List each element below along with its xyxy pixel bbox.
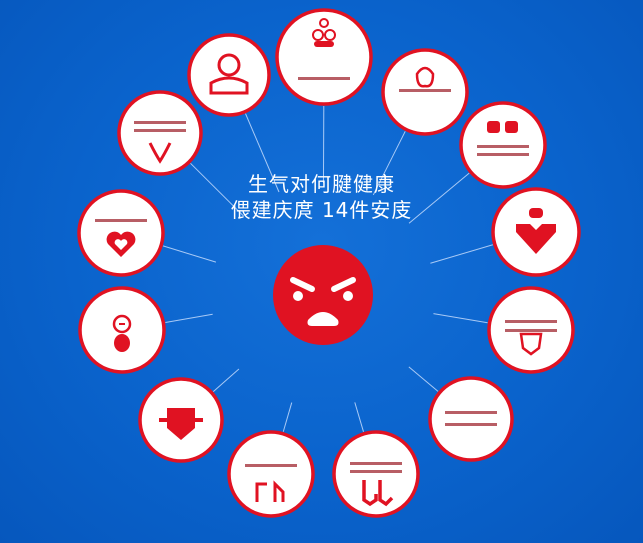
node-circle bbox=[275, 8, 373, 106]
connector-line bbox=[245, 113, 280, 193]
node-1 bbox=[275, 8, 373, 106]
node-label-glyphs bbox=[134, 121, 186, 124]
shield-face-icon bbox=[519, 332, 543, 356]
node-label-glyphs bbox=[505, 329, 557, 332]
node-6 bbox=[77, 189, 165, 277]
trachea-icon bbox=[148, 142, 172, 164]
lungs-icon bbox=[487, 121, 518, 133]
legs-icon bbox=[362, 480, 394, 507]
node-2 bbox=[187, 33, 271, 117]
right-brow bbox=[331, 277, 356, 292]
joints-icon bbox=[255, 480, 285, 502]
node-7 bbox=[491, 187, 581, 277]
node-circle bbox=[117, 90, 203, 176]
mouth bbox=[307, 312, 339, 326]
node-label-glyphs bbox=[245, 464, 297, 467]
node-5 bbox=[459, 101, 547, 189]
node-circle bbox=[77, 189, 165, 277]
node-circle bbox=[332, 430, 420, 518]
node-circle bbox=[227, 430, 315, 518]
node-label-glyphs bbox=[477, 145, 529, 148]
connector-line bbox=[408, 366, 439, 392]
node-13 bbox=[332, 430, 420, 518]
person-heart-icon bbox=[516, 208, 556, 254]
right-eye bbox=[343, 291, 353, 301]
node-label-glyphs bbox=[399, 89, 451, 92]
heart-icon bbox=[106, 231, 136, 257]
flame-organs-icon bbox=[312, 18, 336, 47]
face-circle bbox=[273, 245, 373, 345]
title-line-1: 生气对何腱健康 bbox=[248, 172, 395, 196]
connector-line bbox=[430, 244, 493, 264]
stomach-icon bbox=[415, 66, 435, 88]
connector-line bbox=[162, 245, 217, 263]
left-brow bbox=[290, 277, 315, 292]
connector-line bbox=[190, 162, 244, 217]
connector-line bbox=[165, 313, 213, 323]
node-4 bbox=[117, 90, 203, 176]
node-label-glyphs bbox=[445, 423, 497, 426]
baby-icon bbox=[112, 314, 132, 352]
connector-line bbox=[282, 402, 293, 432]
node-label-glyphs bbox=[505, 320, 557, 323]
connector-line bbox=[372, 131, 406, 196]
node-label-glyphs bbox=[134, 129, 186, 132]
node-11 bbox=[428, 376, 514, 462]
node-12 bbox=[227, 430, 315, 518]
node-circle bbox=[428, 376, 514, 462]
node-9 bbox=[487, 286, 575, 374]
node-label-glyphs bbox=[350, 470, 402, 473]
person-icon bbox=[209, 53, 249, 95]
title-line-2: 偎建庆庹 14件安庋 bbox=[230, 198, 413, 222]
node-label-glyphs bbox=[298, 77, 350, 80]
connector-line bbox=[433, 313, 488, 324]
node-circle bbox=[78, 286, 166, 374]
connector-line bbox=[408, 172, 470, 224]
node-label-glyphs bbox=[445, 411, 497, 414]
node-label-glyphs bbox=[95, 219, 147, 222]
hand-icon bbox=[159, 408, 203, 440]
node-label-glyphs bbox=[477, 153, 529, 156]
connector-line bbox=[212, 368, 240, 392]
node-8 bbox=[78, 286, 166, 374]
connector-line bbox=[354, 402, 364, 432]
angry-face-icon bbox=[273, 245, 373, 345]
node-label-glyphs bbox=[350, 462, 402, 465]
node-10 bbox=[138, 377, 224, 463]
left-eye bbox=[293, 291, 303, 301]
node-3 bbox=[381, 48, 469, 136]
